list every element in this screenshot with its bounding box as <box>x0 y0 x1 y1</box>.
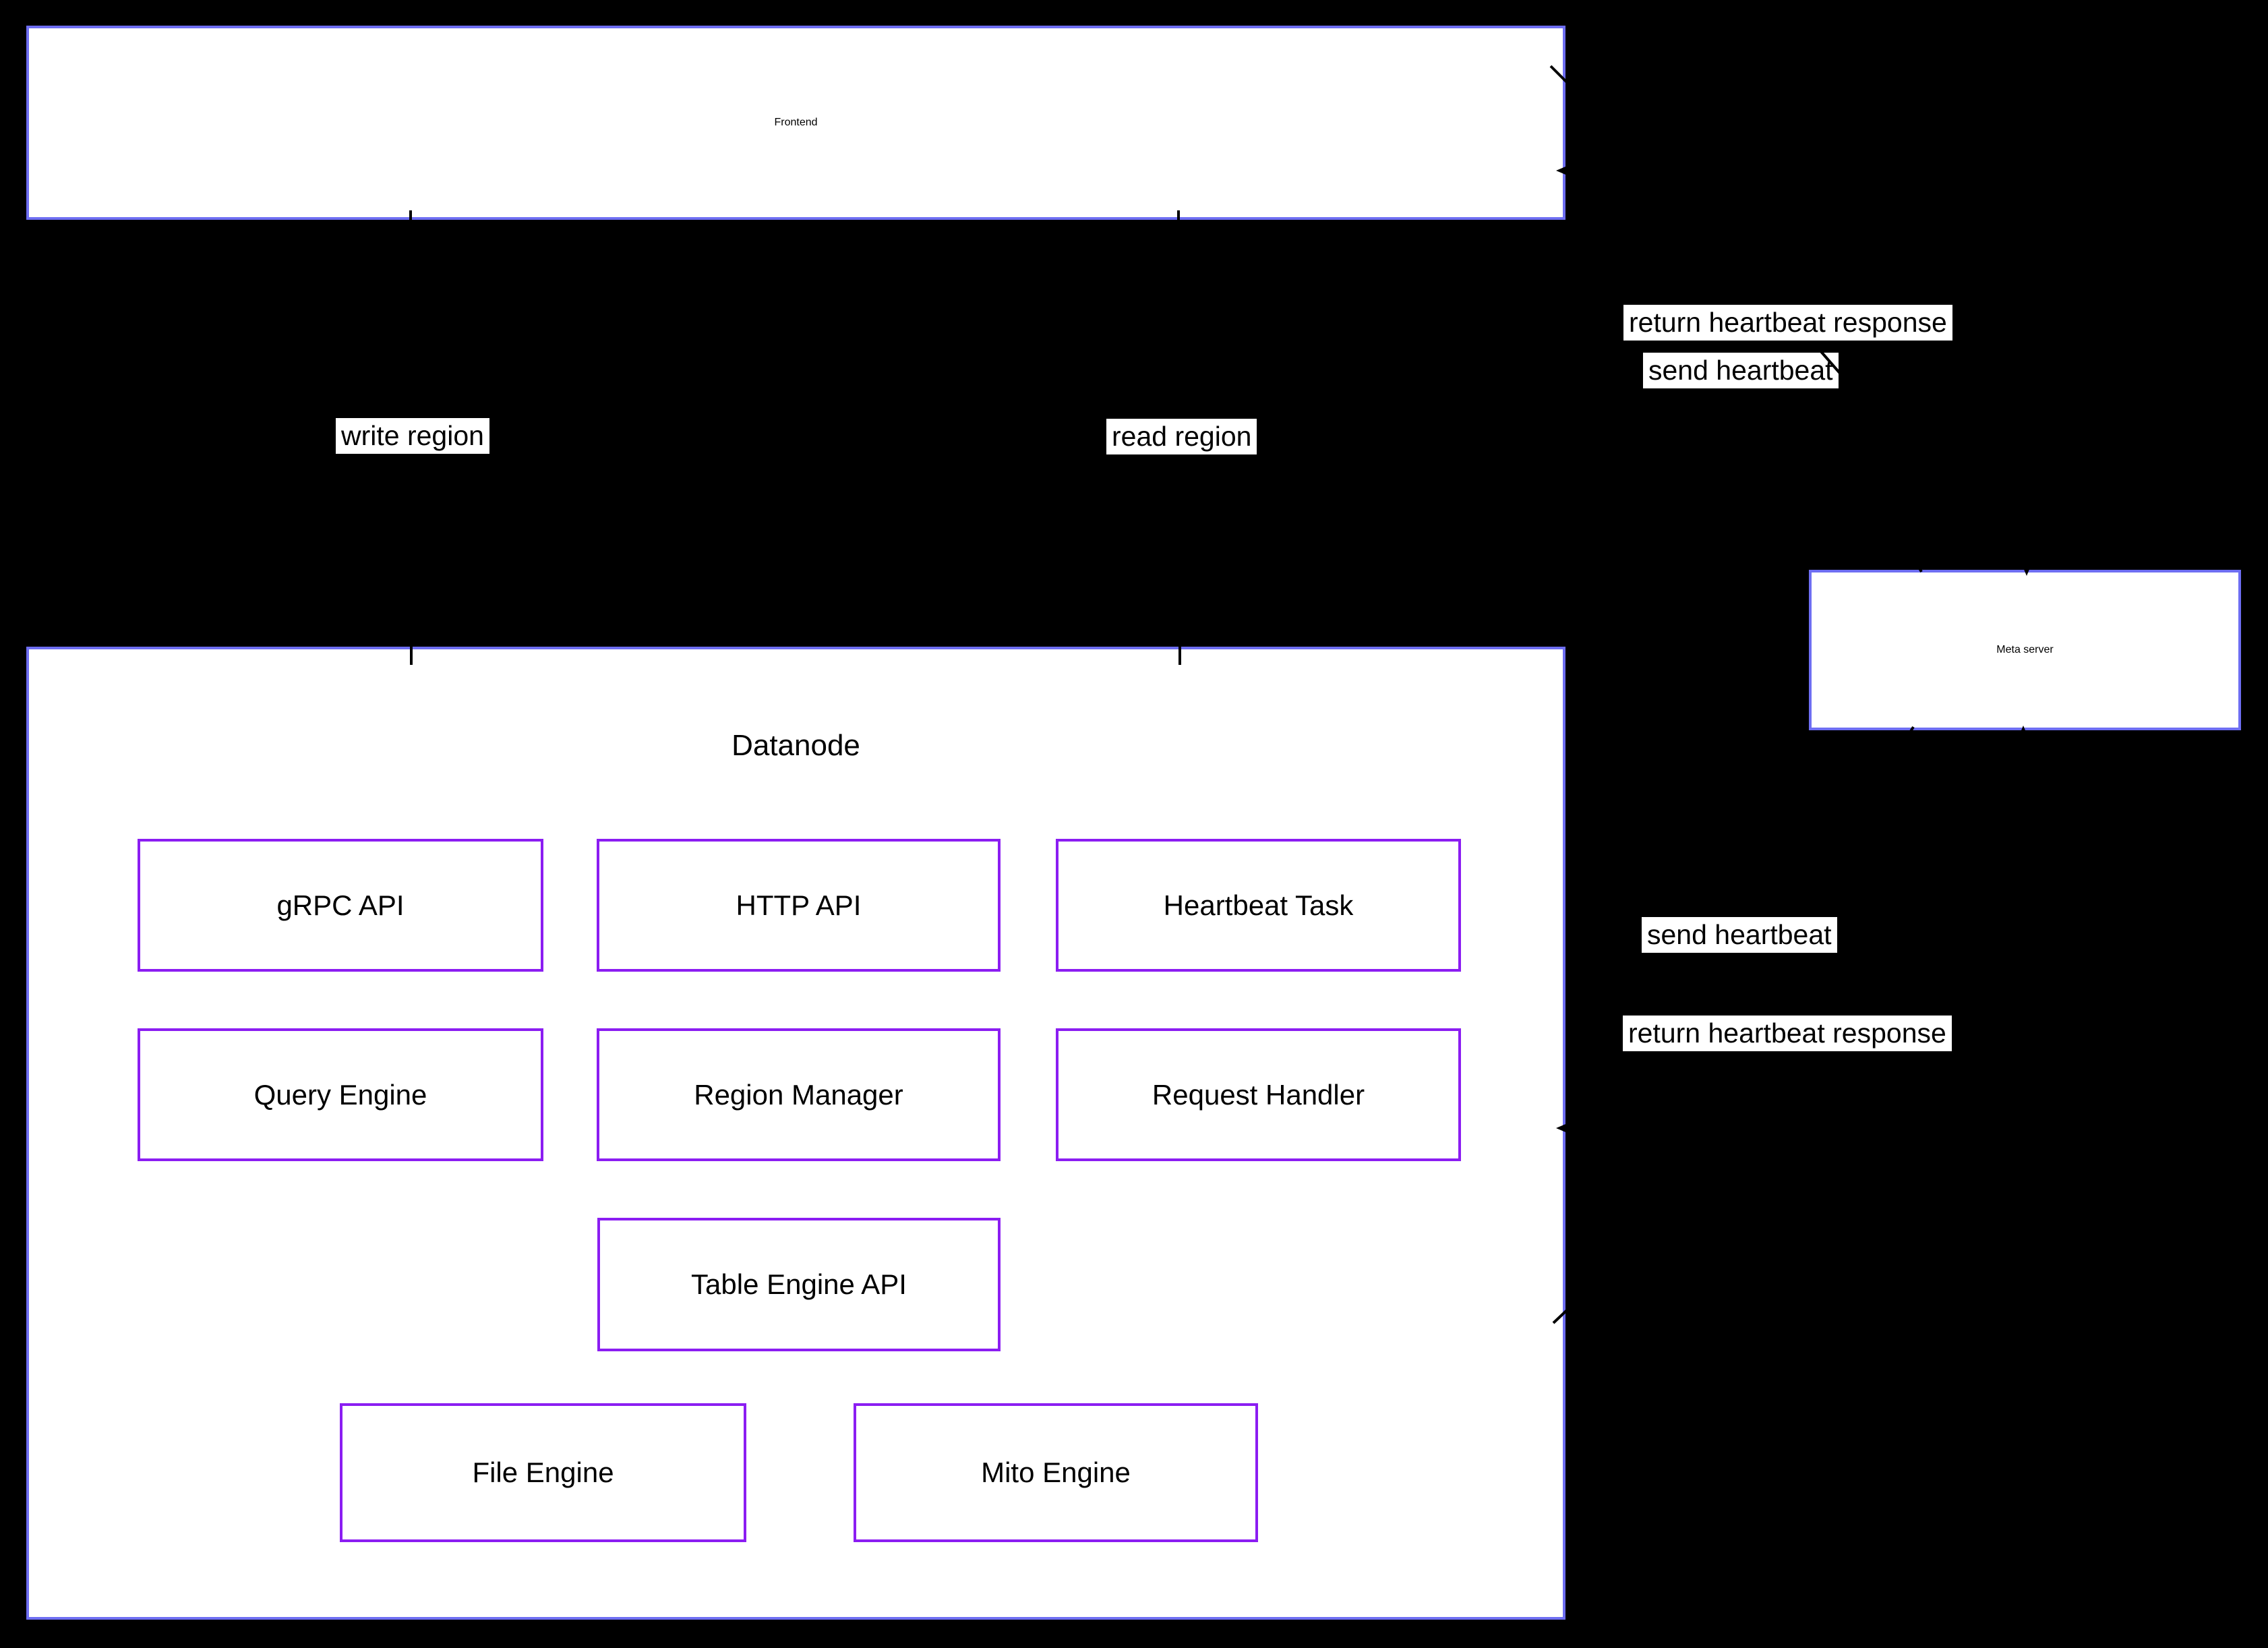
component-query-engine: Query Engine <box>138 1028 543 1161</box>
component-region-manager: Region Manager <box>597 1028 1001 1161</box>
edge-label-send-heartbeat-top: send heartbeat <box>1643 353 1839 388</box>
component-request-handler: Request Handler <box>1056 1028 1461 1161</box>
component-mito-engine: Mito Engine <box>854 1403 1258 1542</box>
component-file-engine: File Engine <box>340 1403 746 1542</box>
edge-label-return-heartbeat-response-bottom: return heartbeat response <box>1623 1016 1952 1051</box>
component-grpc-api: gRPC API <box>138 839 543 972</box>
edge-label-send-heartbeat-bottom: send heartbeat <box>1642 917 1837 953</box>
datanode-label: Datanode <box>732 729 860 762</box>
datanode-box: Datanode gRPC API HTTP API Heartbeat Tas… <box>26 647 1565 1620</box>
return-heartbeat-top-tail-stub <box>1909 552 1923 572</box>
meta-server-label: Meta server <box>1996 644 2054 655</box>
component-http-api: HTTP API <box>597 839 1001 972</box>
component-table-engine-api: Table Engine API <box>597 1218 1001 1351</box>
meta-server-box: Meta server <box>1809 570 2241 730</box>
edge-label-return-heartbeat-response-top: return heartbeat response <box>1623 305 1952 341</box>
edge-label-write-region: write region <box>336 418 489 454</box>
frontend-label: Frontend <box>774 117 818 128</box>
edge-label-read-region: read region <box>1106 419 1257 454</box>
frontend-box: Frontend <box>26 26 1565 220</box>
component-heartbeat-task: Heartbeat Task <box>1056 839 1461 972</box>
